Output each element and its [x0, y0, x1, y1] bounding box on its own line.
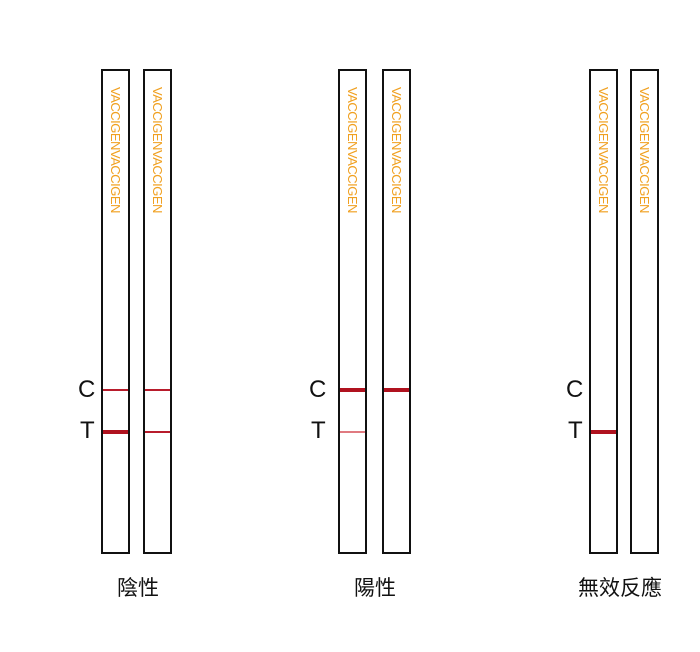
- caption-positive: 陽性: [354, 576, 396, 600]
- control-line-label: C: [78, 376, 96, 403]
- control-line-label: C: [566, 376, 584, 403]
- control-band: [340, 388, 365, 392]
- test-band: [145, 431, 170, 433]
- control-band: [384, 388, 409, 392]
- caption-invalid: 無效反應: [578, 576, 662, 600]
- control-band: [145, 389, 170, 391]
- test-line-label: T: [80, 417, 95, 444]
- caption-negative: 陰性: [117, 576, 159, 600]
- control-line-label: C: [309, 376, 327, 403]
- test-band: [591, 430, 616, 434]
- test-line-label: T: [568, 417, 583, 444]
- test-band: [103, 430, 128, 434]
- control-band: [103, 389, 128, 391]
- test-band: [340, 431, 365, 433]
- test-line-label: T: [311, 417, 326, 444]
